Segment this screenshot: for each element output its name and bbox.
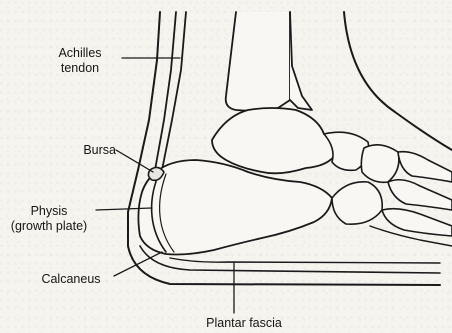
talus <box>212 108 336 173</box>
plantar-fascia-inner <box>170 258 440 263</box>
tibia <box>226 12 290 111</box>
label-physis-line2: (growth plate) <box>2 219 96 234</box>
label-calcaneus: Calcaneus <box>30 272 112 287</box>
leader-bursa <box>116 150 153 172</box>
cuneiform <box>361 145 399 182</box>
leader-calcaneus <box>114 252 162 276</box>
label-physis-line1: Physis <box>2 204 96 219</box>
metatarsal-1 <box>398 152 452 182</box>
label-achilles-tendon: Achilles tendon <box>40 46 120 76</box>
label-achilles-line1: Achilles <box>40 46 120 61</box>
fibula <box>290 12 312 110</box>
label-plantar-fascia: Plantar fascia <box>188 316 300 331</box>
label-bursa: Bursa <box>60 143 116 158</box>
metatarsal-2 <box>388 180 452 210</box>
label-physis: Physis (growth plate) <box>2 204 96 234</box>
instep-skin <box>344 12 452 150</box>
metatarsal-3 <box>382 209 452 236</box>
cuboid <box>332 182 382 224</box>
label-achilles-line2: tendon <box>40 61 120 76</box>
